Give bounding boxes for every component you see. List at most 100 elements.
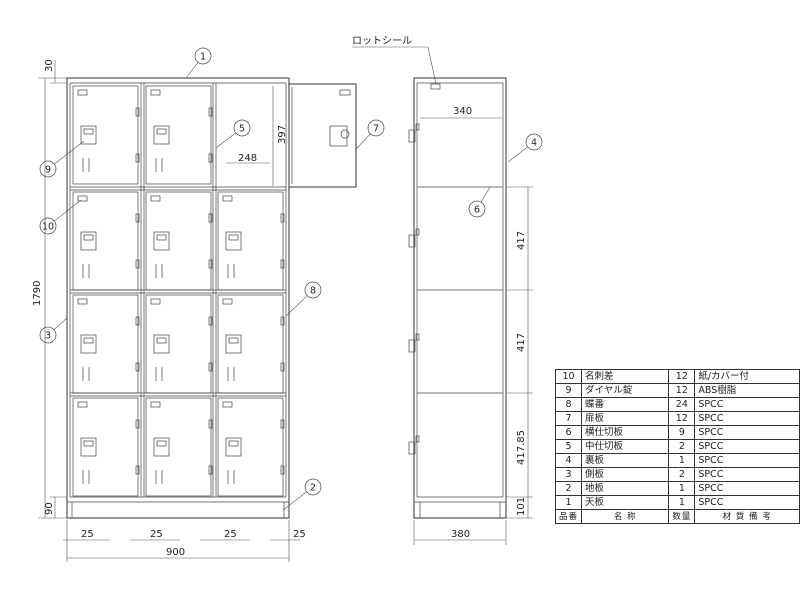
- part-material: 紙/カバー付: [694, 369, 800, 384]
- callout-8: 8: [285, 281, 322, 317]
- callout-number: 4: [531, 138, 537, 149]
- part-material: SPCC: [694, 397, 800, 412]
- callout-number: 7: [373, 124, 379, 135]
- depth-label: 380: [451, 529, 470, 540]
- hinge: [208, 362, 213, 372]
- part-name: 中仕切板: [581, 439, 670, 454]
- locker-door: [145, 85, 213, 185]
- callout-2: 2: [282, 478, 322, 511]
- part-qty: 1: [668, 481, 696, 496]
- lot-seal: [430, 83, 441, 90]
- part-name: 天板: [581, 495, 670, 510]
- top-margin-label: 30: [44, 59, 55, 72]
- hinge: [280, 259, 285, 269]
- callout-number: 2: [310, 483, 316, 494]
- callout-1: 1: [185, 47, 212, 79]
- callout-number: 5: [239, 124, 245, 135]
- part-qty: 2: [668, 467, 696, 482]
- part-name: 側板: [581, 467, 670, 482]
- part-qty: 2: [668, 439, 696, 454]
- callout-number: 10: [42, 222, 54, 233]
- hinge: [135, 316, 140, 326]
- name-card-holder: [150, 89, 161, 96]
- hinge: [208, 153, 213, 163]
- locker-door: [217, 397, 285, 497]
- side-lock-profile: [408, 333, 420, 353]
- dial-lock: [80, 125, 97, 145]
- part-name: 名刺差: [581, 369, 670, 384]
- locker-door: [145, 191, 213, 291]
- door-width-label: 248: [238, 153, 257, 164]
- callout-3: 3: [39, 317, 68, 344]
- dial-lock: [225, 231, 242, 251]
- locker-door: [217, 294, 285, 394]
- gap-label-3: 25: [224, 529, 237, 540]
- part-number: 2: [554, 481, 583, 496]
- name-card-holder: [222, 401, 233, 408]
- name-card-holder: [222, 298, 233, 305]
- callout-9: 9: [39, 140, 85, 178]
- part-qty: 1: [668, 495, 696, 510]
- callout-number: 8: [310, 286, 316, 297]
- part-material: ABS樹脂: [694, 383, 800, 398]
- cell-height-label-3: 417.85: [516, 430, 527, 465]
- part-number: 9: [554, 383, 583, 398]
- hinge: [135, 362, 140, 372]
- callout-5: 5: [215, 119, 251, 149]
- hinge: [135, 213, 140, 223]
- hinge: [135, 419, 140, 429]
- locker-door: [145, 397, 213, 497]
- dial-lock-open: [329, 125, 350, 147]
- lot-seal-leader: [352, 46, 437, 85]
- header-material: 材 質 備 考: [694, 509, 800, 524]
- open-door: [288, 83, 357, 188]
- hinge: [208, 419, 213, 429]
- part-material: SPCC: [694, 467, 800, 482]
- side-outline: [413, 77, 507, 519]
- callouts: 1 2 3 4 5 6 7 8 9 10: [39, 47, 543, 511]
- side-lock-profile: [408, 435, 420, 455]
- part-name: 蝶番: [581, 397, 670, 412]
- bottom-margin-label: 90: [44, 502, 55, 515]
- part-material: SPCC: [694, 425, 800, 440]
- part-material: SPCC: [694, 411, 800, 426]
- parts-table-header: 品番 名 称 数量 材 質 備 考: [554, 509, 800, 524]
- hinge: [280, 316, 285, 326]
- hinge: [208, 316, 213, 326]
- cell-height-label-2: 417: [516, 333, 527, 352]
- callout-number: 9: [45, 165, 51, 176]
- part-name: 横仕切板: [581, 425, 670, 440]
- part-name: 地板: [581, 481, 670, 496]
- cell-height-label-1: 417: [516, 231, 527, 250]
- gap-label-2: 25: [150, 529, 163, 540]
- dial-lock: [153, 334, 170, 354]
- name-card-holder: [77, 195, 88, 202]
- front-doors: [72, 85, 285, 497]
- callout-number: 6: [474, 205, 480, 216]
- part-number: 4: [554, 453, 583, 468]
- hinge: [208, 107, 213, 117]
- part-material: SPCC: [694, 439, 800, 454]
- dial-lock: [153, 125, 170, 145]
- part-material: SPCC: [694, 453, 800, 468]
- side-lock-profile: [408, 228, 420, 248]
- gap-label-4: 25: [293, 529, 306, 540]
- callout-number: 3: [45, 331, 51, 342]
- locker-door: [72, 397, 140, 497]
- locker-door: [145, 294, 213, 394]
- part-qty: 12: [668, 383, 696, 398]
- side-locks: [408, 123, 420, 455]
- part-name: 扉板: [581, 411, 670, 426]
- name-card-holder: [150, 195, 161, 202]
- part-material: SPCC: [694, 495, 800, 510]
- part-number: 6: [554, 425, 583, 440]
- name-card-holder: [222, 195, 233, 202]
- gap-label-1: 25: [81, 529, 94, 540]
